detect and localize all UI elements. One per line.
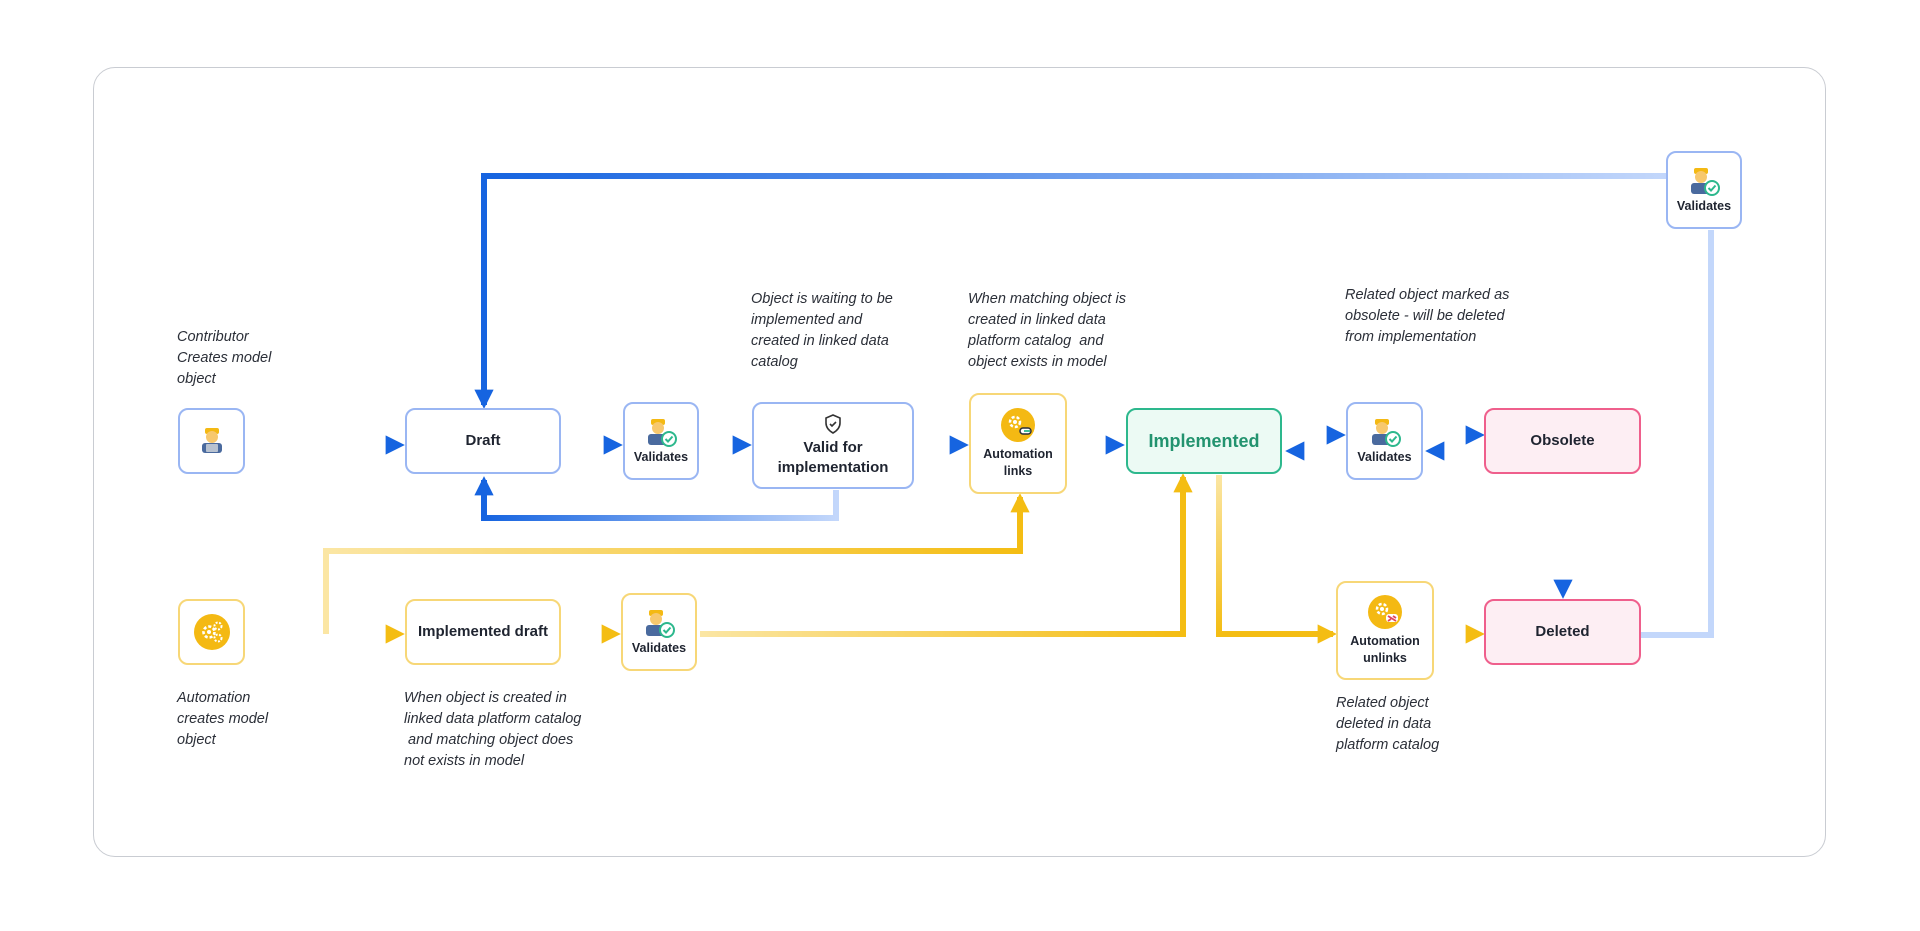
automation-links-label: Automation links [983, 446, 1053, 478]
note-matching: When matching object is created in linke… [968, 289, 1126, 373]
automation-links-node[interactable]: Automation links [969, 393, 1067, 494]
automation-node[interactable] [178, 599, 245, 665]
person-check-icon [648, 418, 677, 447]
obsolete-node[interactable]: Obsolete [1484, 408, 1641, 474]
note-line: Related object marked as [1345, 287, 1510, 303]
implemented-label: Implemented [1148, 430, 1260, 451]
note-line: platform catalog [1336, 737, 1440, 754]
person-check-icon [1691, 167, 1720, 196]
note-line: created in linked data [968, 312, 1106, 329]
gears-icon [193, 614, 230, 650]
note-contributor: Contributor Creates model object [177, 327, 271, 390]
implemented-node[interactable]: Implemented [1126, 408, 1282, 474]
implemented-draft-label: Implemented draft [417, 623, 549, 641]
note-line: Contributor [177, 329, 249, 345]
note-line: deleted in data [1336, 716, 1432, 733]
valid-for-implementation-label: Valid for implementation [777, 439, 889, 476]
validates-node-3[interactable]: Validates [621, 593, 697, 671]
validates-label: Validates [631, 640, 687, 655]
note-line: object [177, 732, 216, 749]
note-line: When matching object is [968, 291, 1126, 307]
note-line: not exists in model [404, 753, 525, 770]
draft-label: Draft [465, 432, 501, 450]
shield-check-icon [825, 414, 841, 434]
note-line: from implementation [1345, 329, 1477, 346]
note-line: Creates model [177, 350, 272, 367]
note-line: obsolete - will be deleted [1345, 308, 1505, 325]
note-line: and matching object does [404, 732, 574, 749]
deleted-label: Deleted [1535, 623, 1590, 641]
note-line: platform catalog and [968, 333, 1104, 350]
automation-unlinks-node[interactable]: Automation unlinks [1336, 581, 1434, 680]
contributor-node[interactable] [178, 408, 245, 474]
validates-label: Validates [633, 449, 689, 464]
note-line: created in linked data [751, 333, 889, 350]
validates-node-2[interactable]: Validates [1346, 402, 1423, 480]
validates-label: Validates [1676, 198, 1732, 213]
note-automation: Automation creates model object [177, 688, 268, 751]
person-check-icon [1371, 418, 1401, 447]
note-obsolete: Related object marked as obsolete - will… [1345, 285, 1509, 348]
obsolete-label: Obsolete [1530, 432, 1595, 450]
draft-node[interactable]: Draft [405, 408, 561, 474]
note-line: Automation [177, 690, 251, 706]
validates-node-top[interactable]: Validates [1666, 151, 1742, 229]
note-line: object [177, 371, 216, 388]
person-check-icon [646, 609, 675, 638]
validates-node-1[interactable]: Validates [623, 402, 699, 480]
automation-unlinks-label: Automation unlinks [1350, 633, 1420, 665]
note-line: When object is created in [404, 690, 567, 706]
note-line: catalog [751, 354, 798, 371]
person-laptop-icon [201, 428, 222, 453]
note-line: Object is waiting to be [751, 291, 893, 307]
note-line: Related object [1336, 695, 1429, 711]
note-implemented-draft: When object is created in linked data pl… [404, 688, 581, 772]
valid-for-implementation-node[interactable]: Valid for implementation [752, 402, 914, 489]
note-deleted: Related object deleted in data platform … [1336, 693, 1439, 756]
gear-link-icon [1001, 407, 1035, 442]
note-line: linked data platform catalog [404, 711, 582, 728]
implemented-draft-node[interactable]: Implemented draft [405, 599, 561, 665]
deleted-node[interactable]: Deleted [1484, 599, 1641, 665]
note-line: creates model [177, 711, 269, 728]
note-line: implemented and [751, 312, 863, 329]
gear-unlink-icon [1368, 594, 1402, 629]
validates-label: Validates [1357, 449, 1412, 464]
note-waiting: Object is waiting to be implemented and … [751, 289, 893, 373]
note-line: object exists in model [968, 354, 1107, 371]
